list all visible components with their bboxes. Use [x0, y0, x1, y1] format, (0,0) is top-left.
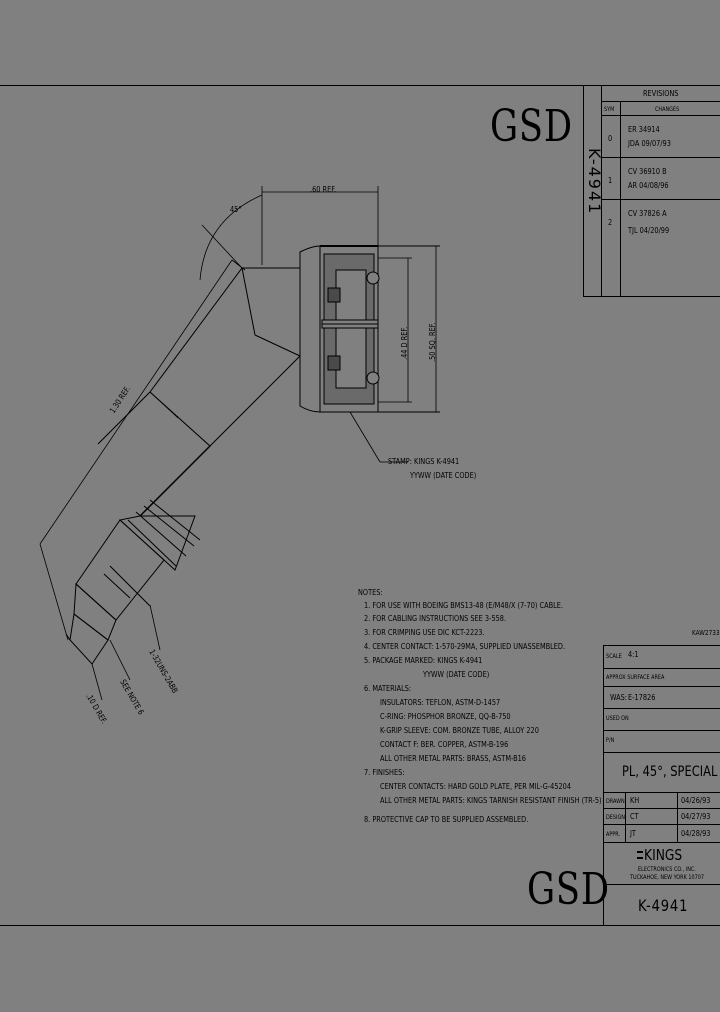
rev-row-1-sym: 1	[608, 176, 613, 185]
kings-logo-icon	[637, 851, 643, 859]
design-label: DESIGN	[606, 814, 625, 821]
rev-row-2-sym: 2	[608, 218, 613, 227]
dim-60-label: .60 REF.	[310, 185, 337, 194]
drawing-title: PL, 45°, SPECIAL	[622, 764, 718, 780]
angled-body	[65, 245, 321, 665]
connector-head	[319, 245, 440, 413]
appr-date: 04/28/93	[681, 829, 711, 838]
part-number-strip	[583, 85, 602, 297]
rev-row-0-line1: ER 34914	[628, 125, 660, 134]
note-line: 8. PROTECTIVE CAP TO BE SUPPLIED ASSEMBL…	[364, 815, 529, 824]
design-date: 04/27/93	[681, 812, 711, 821]
design-by: CT	[630, 812, 639, 821]
note-line: 5. PACKAGE MARKED: KINGS K-4941	[364, 656, 483, 665]
gsd-logo-bottom: GSD	[527, 864, 610, 915]
note-line: CENTER CONTACTS: HARD GOLD PLATE, PER MI…	[380, 782, 572, 791]
title-block	[603, 645, 720, 926]
revisions-block	[602, 85, 720, 297]
dim-50-label: .50 SQ. REF.	[428, 322, 437, 362]
company-sub1: ELECTRONICS CO., INC.	[638, 866, 696, 873]
rev-row-0-sym: 0	[608, 134, 613, 143]
note-line: ALL OTHER METAL PARTS: BRASS, ASTM-B16	[380, 754, 526, 763]
scale-value: 4:1	[628, 650, 639, 659]
dim-44-label: .44 D REF.	[400, 326, 409, 360]
revisions-col-rev: SYM	[604, 106, 615, 113]
rev-row-2-line1: CV 37826 A	[628, 209, 667, 218]
rev-row-0-line2: JDA 09/07/93	[628, 139, 671, 148]
dim-angle-label: 45°	[230, 205, 242, 214]
gsd-logo-top: GSD	[490, 101, 573, 152]
stamp-line1: STAMP: KINGS K-4941	[388, 457, 460, 466]
note-line: CONTACT F: BER. COPPER, ASTM-B-196	[380, 740, 509, 749]
note-line: YYWW (DATE CODE)	[423, 670, 490, 679]
drawn-label: DRAWN	[606, 798, 625, 805]
used-on-label: USED ON	[606, 715, 629, 722]
rev-row-1-line2: AR 04/08/96	[628, 181, 669, 190]
revisions-title: REVISIONS	[643, 89, 679, 98]
note-line: 2. FOR CABLING INSTRUCTIONS SEE 3-558.	[364, 614, 507, 623]
company-name: KINGS	[644, 846, 683, 864]
note-line: 6. MATERIALS:	[364, 684, 412, 693]
note-line: 1. FOR USE WITH BOEING BMS13-48 (E/M48/X…	[364, 601, 564, 610]
drawing-sheet	[0, 85, 720, 926]
note-line: ALL OTHER METAL PARTS: KINGS TARNISH RES…	[380, 796, 602, 805]
pn-label: P/N	[606, 737, 615, 744]
revisions-col-changes: CHANGES	[655, 106, 680, 113]
was-label: WAS:	[610, 693, 627, 702]
dimension-lines	[39, 186, 437, 701]
drawn-by: KH	[630, 796, 640, 805]
stamp-line2: YYWW (DATE CODE)	[410, 471, 477, 480]
note-line: 4. CENTER CONTACT: 1-570-29MA, SUPPLIED …	[364, 642, 566, 651]
approx-area-label: APPROX SURFACE AREA	[606, 674, 665, 681]
note-line: K-GRIP SLEEVE: COM. BRONZE TUBE, ALLOY 2…	[380, 726, 539, 735]
part-number: K-4941	[638, 896, 689, 915]
was-value: E-17826	[628, 693, 656, 702]
appr-label: APPR.	[606, 831, 621, 838]
rev-row-1-line1: CV 36910 B	[628, 167, 667, 176]
drawn-date: 04/26/93	[681, 796, 711, 805]
company-sub2: TUCKAHOE, NEW YORK 10707	[630, 874, 705, 881]
scale-label: SCALE	[606, 653, 622, 660]
appr-by: JT	[630, 829, 636, 838]
note-line: 7. FINISHES:	[364, 768, 405, 777]
rev-row-2-line2: TJL 04/20/99	[628, 226, 670, 235]
notes-title: NOTES:	[358, 588, 383, 597]
note-line: INSULATORS: TEFLON, ASTM-D-1457	[380, 698, 501, 707]
note-line: C-RING: PHOSPHOR BRONZE, QQ-B-750	[380, 712, 511, 721]
sheet-code: KAW2733	[692, 629, 720, 637]
note-line: 3. FOR CRIMPING USE DIC KCT-2223.	[364, 628, 485, 637]
